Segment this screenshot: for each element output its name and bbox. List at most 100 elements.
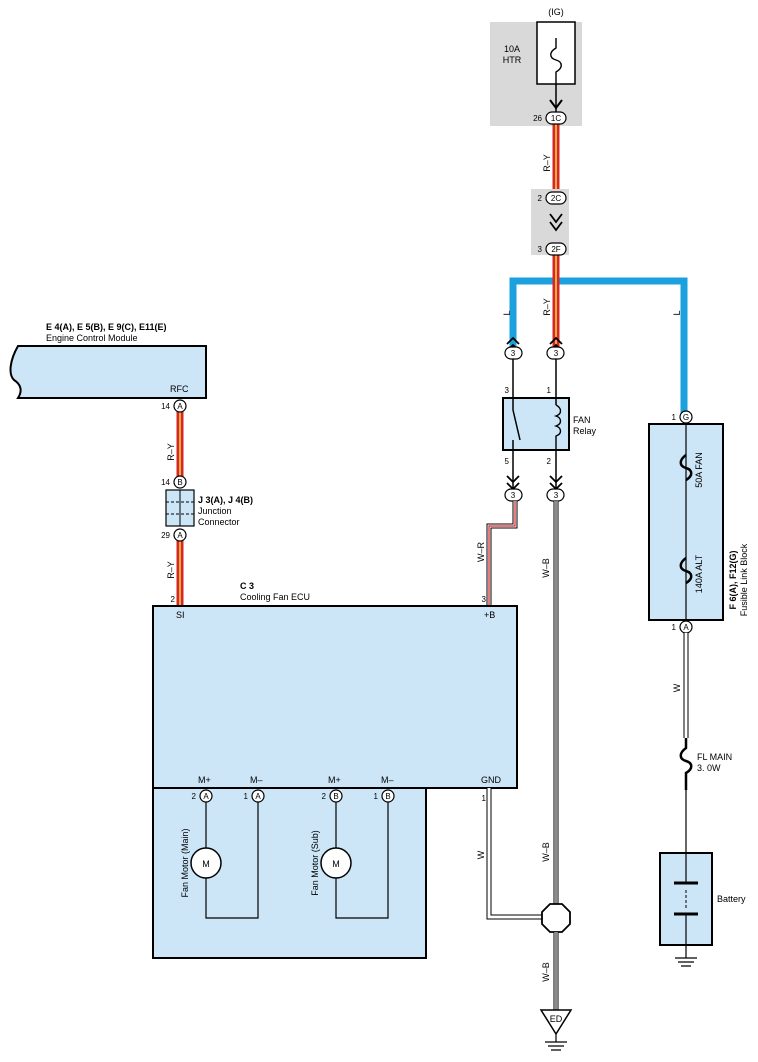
ecm-terminal-rfc: RFC	[170, 384, 189, 394]
wire-label-ry-top: R–Y	[542, 154, 552, 172]
svg-text:2: 2	[538, 194, 543, 203]
svg-text:3: 3	[538, 245, 543, 254]
svg-text:1: 1	[374, 792, 379, 801]
relay-coil	[553, 404, 562, 450]
fusible-link-block-codes: F 6(A), F12(G)	[728, 550, 738, 609]
pin-26: 26	[533, 114, 542, 123]
svg-text:G: G	[683, 413, 689, 422]
svg-text:2: 2	[322, 792, 327, 801]
fl-main-rating: 3. 0W	[697, 763, 721, 773]
svg-text:M–: M–	[381, 775, 394, 785]
ecm-codes: E 4(A), E 5(B), E 9(C), E11(E)	[46, 322, 167, 332]
svg-text:M+: M+	[198, 775, 211, 785]
battery-label: Battery	[717, 894, 746, 904]
wire-label-ry-ecm-1: R–Y	[166, 443, 176, 461]
wire-l	[509, 277, 688, 416]
fan-relay-name-2: Relay	[573, 426, 597, 436]
wire-wr	[486, 501, 518, 606]
ground-symbol-ed	[545, 1034, 567, 1051]
svg-text:1: 1	[244, 792, 249, 801]
fan-relay-name-1: FAN	[573, 415, 591, 425]
svg-text:1: 1	[547, 386, 552, 395]
fuse-50a-icon	[679, 453, 693, 482]
wire-label-ry-mid: R–Y	[542, 298, 552, 316]
svg-text:29: 29	[161, 531, 170, 540]
ecu-name: Cooling Fan ECU	[240, 592, 310, 602]
wire-label-wr: W–R	[476, 542, 486, 563]
fan-motor-main	[190, 847, 222, 879]
junction-connector-name-2: Connector	[198, 517, 240, 527]
ground-ed-label: ED	[550, 1014, 563, 1024]
svg-text:B: B	[333, 792, 338, 801]
svg-text:2: 2	[547, 457, 552, 466]
svg-text:A: A	[683, 623, 689, 632]
svg-text:M: M	[332, 859, 340, 869]
connector-jc-b	[173, 475, 187, 489]
svg-text:M: M	[202, 859, 210, 869]
fuse-htr-rating: 10A	[504, 44, 520, 54]
wire-label-w-gnd: W	[476, 850, 486, 859]
ground-symbol-battery	[675, 945, 697, 967]
wire-label-wb-2: W–B	[541, 842, 551, 862]
pin-ecu-b: 3	[482, 595, 487, 604]
ground-ed	[539, 1009, 573, 1036]
ecm-name: Engine Control Module	[46, 333, 138, 343]
pin-ecu-gnd: 1	[482, 794, 487, 803]
svg-text:M+: M+	[328, 775, 341, 785]
engine-control-module	[9, 345, 207, 399]
ecu-terminal-b: +B	[484, 610, 495, 620]
svg-text:3: 3	[554, 491, 559, 500]
ecu-terminal-gnd: GND	[481, 775, 502, 785]
svg-text:2C: 2C	[551, 194, 561, 203]
svg-text:A: A	[177, 402, 183, 411]
svg-text:2F: 2F	[551, 245, 560, 254]
connector-jc-a	[173, 528, 187, 542]
svg-text:B: B	[177, 478, 182, 487]
svg-text:A: A	[203, 792, 209, 801]
svg-text:A: A	[255, 792, 261, 801]
fl-main-icon	[679, 738, 693, 790]
connector-2f	[545, 242, 567, 256]
fuse-htr-icon	[550, 38, 562, 84]
svg-text:3: 3	[511, 491, 516, 500]
svg-text:1: 1	[672, 623, 677, 632]
connector-ecm-a	[173, 399, 187, 413]
fan-motor-sub-label: Fan Motor (Sub)	[310, 830, 320, 896]
connector-1c	[545, 111, 567, 125]
fl-main-name: FL MAIN	[697, 752, 732, 762]
fuse-140a-label: 140A ALT	[694, 554, 704, 593]
fuse-50a-label: 50A FAN	[694, 452, 704, 488]
ecu-terminal-si: SI	[176, 610, 185, 620]
cooling-fan-ecu	[152, 605, 518, 789]
pin-ecu-si: 2	[171, 595, 176, 604]
wire-label-l-right: L	[672, 310, 682, 315]
junction-connector-name-1: Junction	[198, 506, 232, 516]
svg-text:14: 14	[161, 478, 170, 487]
fuse-140a-icon	[679, 556, 693, 585]
fan-motor-sub	[320, 847, 352, 879]
fuse-htr-name: HTR	[503, 55, 522, 65]
wire-label-l-left: L	[502, 310, 512, 315]
svg-text:1: 1	[672, 413, 677, 422]
fusible-link-block-name: Fusible Link Block	[739, 543, 749, 616]
wire-label-ry-ecm-2: R–Y	[166, 561, 176, 579]
svg-text:3: 3	[505, 386, 510, 395]
ecu-code: C 3	[240, 581, 254, 591]
connector-2c	[545, 191, 567, 205]
svg-text:3: 3	[511, 349, 516, 358]
svg-text:5: 5	[505, 457, 510, 466]
svg-text:1C: 1C	[551, 114, 561, 123]
svg-text:2: 2	[192, 792, 197, 801]
svg-text:3: 3	[554, 349, 559, 358]
svg-text:A: A	[177, 531, 183, 540]
wire-w-gnd	[486, 788, 542, 920]
relay-switch	[512, 409, 521, 441]
pin-ecm-14: 14	[161, 402, 170, 411]
ground-splice	[541, 903, 571, 933]
wire-label-wb-3: W–B	[541, 962, 551, 982]
wire-label-wb-1: W–B	[541, 558, 551, 578]
fuse-htr-source: (IG)	[548, 7, 564, 17]
svg-text:M–: M–	[250, 775, 263, 785]
junction-connector-codes: J 3(A), J 4(B)	[198, 495, 253, 505]
